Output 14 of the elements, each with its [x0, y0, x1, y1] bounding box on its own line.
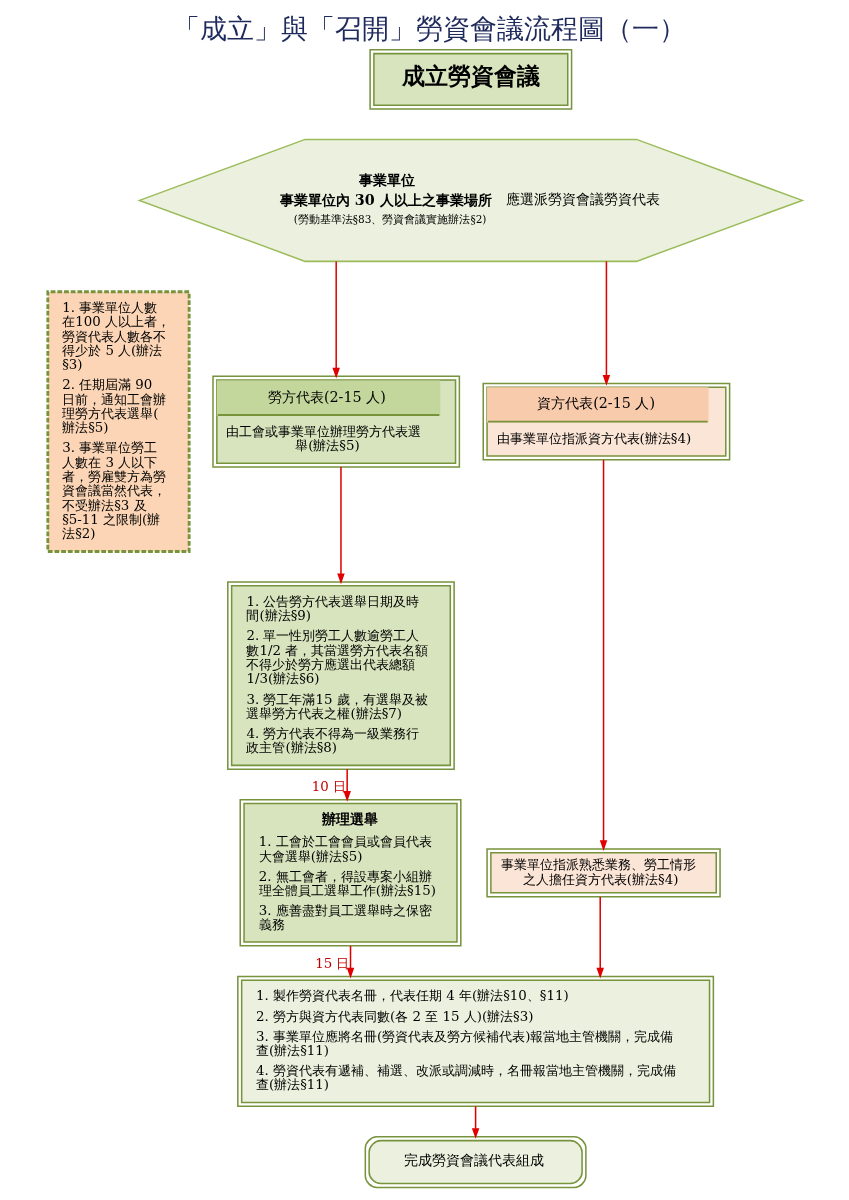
- diagram-title: 「成立」與「召開」勞資會議流程圖（一）: [172, 12, 686, 44]
- arrow: [331, 260, 340, 379]
- arrow: [346, 945, 354, 979]
- arrow: [599, 459, 607, 851]
- node-box: 1. 事業單位人數在100 人以上者，勞資代表人數各不得少於 5 人(辦法§3) 2. 任期屆滿 90 日前，通知工會辦理勞方代表選舉(辦法§5) 3. 事業單位勞工人數在 3 人以下者，勞雇雙方為勞資會議當然代表，不受辦法§3 及§5-11 之限制(辦法§2): [45, 290, 191, 553]
- arrow: [595, 896, 604, 979]
- node-box: 1. 製作勞資代表名冊，代表任期 4 年(辦法§10、§11) 2. 勞方與資方代表同數(各 2 至 15 人)(辦法§3) 3. 事業單位應將名冊(勞資代表及勞方候補代表)報當地主管機關，完成備查(辦法§11) 4. 勞資代表有遞補、補選、改派或調減時，名冊報當地主管機關，完成備查(辦法§11): [236, 975, 714, 1108]
- node-box: 勞方代表(2-15 人) 由工會或事業單位辦理勞方代表選舉(辦法§5): [211, 375, 460, 468]
- edge-label: 10 日: [311, 779, 346, 795]
- arrow: [336, 466, 345, 585]
- arrow: [602, 260, 610, 386]
- arrow: [471, 1105, 479, 1139]
- arrow: [342, 768, 351, 802]
- edge-label: 15 日: [314, 955, 349, 971]
